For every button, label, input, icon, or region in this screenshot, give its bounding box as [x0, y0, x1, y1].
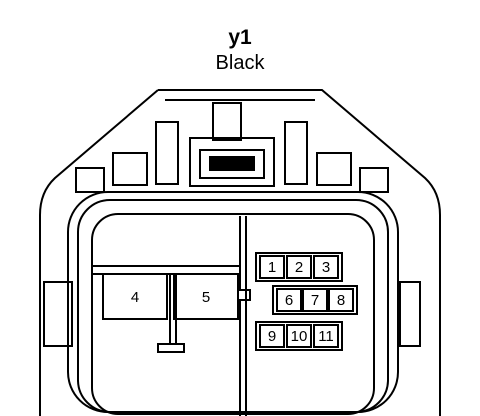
pin-box-2 [286, 255, 312, 279]
pin-box-4 [102, 273, 168, 320]
pin-label-6: 6 [285, 292, 293, 309]
center-divider [239, 216, 251, 416]
pin-label-8: 8 [337, 292, 345, 309]
pin-box-6 [276, 288, 302, 312]
seal-outer [67, 191, 399, 413]
pin-box-11 [313, 324, 339, 348]
pin-label-5: 5 [202, 289, 210, 306]
cavity-bar [91, 265, 241, 275]
cavity-foot [157, 343, 185, 353]
seal-middle [77, 199, 389, 413]
pin-box-3 [313, 255, 339, 279]
ear-left [43, 281, 73, 347]
ear-right [399, 281, 421, 347]
tab-left [75, 167, 105, 193]
housing-outline [39, 89, 441, 416]
pin-row-2 [272, 285, 358, 315]
pin-box-5 [173, 273, 239, 320]
tab-right [359, 167, 389, 193]
latch-slot [209, 156, 255, 171]
block-left [112, 152, 148, 186]
pin-label-3: 3 [322, 259, 330, 276]
pin-label-1: 1 [268, 259, 276, 276]
pin-box-7 [302, 288, 328, 312]
pin-label-9: 9 [268, 328, 276, 345]
latch-inner [199, 149, 265, 179]
pin-row-3 [255, 321, 343, 351]
post-right [284, 121, 308, 185]
pin-box-8 [328, 288, 354, 312]
block-right [316, 152, 352, 186]
seal-inner [91, 213, 375, 415]
pin-label-10: 10 [291, 328, 308, 345]
connector-id: y1 [228, 26, 252, 49]
pin-box-1 [259, 255, 285, 279]
pin-box-10 [286, 324, 312, 348]
pin-row-1 [255, 252, 343, 282]
latch-body [189, 137, 275, 187]
connector-color: Black [215, 52, 265, 74]
pin-label-2: 2 [295, 259, 303, 276]
pin-label-4: 4 [131, 289, 139, 306]
pin-box-9 [259, 324, 285, 348]
post-left [155, 121, 179, 185]
pin-label-11: 11 [318, 328, 334, 345]
pin-label-7: 7 [311, 292, 319, 309]
latch-tab [212, 102, 242, 141]
